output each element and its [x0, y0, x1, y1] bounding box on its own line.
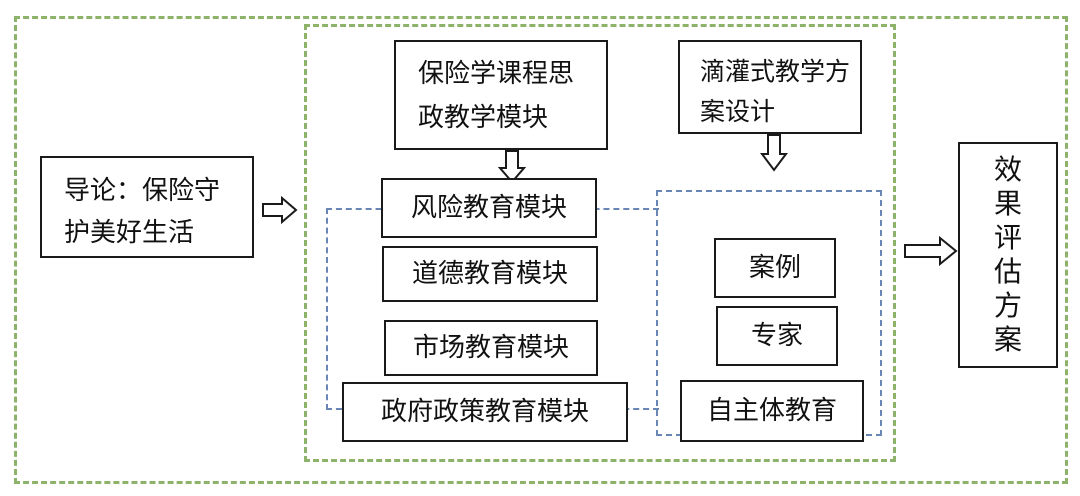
module-label: 风险教育模块 — [410, 193, 567, 223]
down-arrow-icon — [760, 134, 788, 172]
evaluation-char: 效 — [993, 153, 1022, 186]
evaluation-char: 案 — [993, 323, 1022, 356]
module-label: 道德教育模块 — [411, 259, 568, 289]
down-arrow-icon — [498, 150, 526, 184]
module-box-ethics: 道德教育模块 — [382, 246, 598, 302]
module-label: 市场教育模块 — [412, 333, 569, 363]
intro-text: 导论：保险守护美好生活 — [64, 176, 221, 248]
method-box-case: 案例 — [714, 238, 836, 298]
module-box-market: 市场教育模块 — [384, 320, 598, 376]
evaluation-char: 评 — [993, 221, 1022, 254]
right-arrow-icon — [904, 236, 958, 266]
evaluation-char: 方 — [993, 289, 1022, 322]
method-label: 自主体教育 — [706, 396, 837, 426]
module-group-dashed-frame — [326, 208, 659, 410]
insurance-module-box: 保险学课程思政教学模块 — [394, 40, 608, 150]
drip-design-box: 滴灌式教学方案设计 — [678, 40, 862, 134]
intro-box: 导论：保险守护美好生活 — [40, 156, 254, 258]
method-label: 案例 — [748, 253, 801, 283]
evaluation-char: 果 — [993, 187, 1022, 220]
evaluation-box: 效 果 评 估 方 案 — [958, 142, 1058, 368]
outer-dashed-frame — [14, 16, 1068, 484]
right-arrow-icon — [262, 196, 298, 224]
inner-dashed-frame — [304, 24, 896, 462]
insurance-module-text: 保险学课程思政教学模块 — [418, 59, 575, 133]
module-box-government: 政府政策教育模块 — [342, 382, 628, 442]
module-box-risk: 风险教育模块 — [381, 178, 597, 238]
method-box-expert: 专家 — [716, 306, 838, 366]
method-label: 专家 — [750, 321, 803, 351]
evaluation-char: 估 — [993, 255, 1022, 288]
module-label: 政府政策教育模块 — [380, 397, 589, 427]
method-box-self-education: 自主体教育 — [680, 380, 864, 442]
drip-design-text: 滴灌式教学方案设计 — [700, 57, 851, 126]
